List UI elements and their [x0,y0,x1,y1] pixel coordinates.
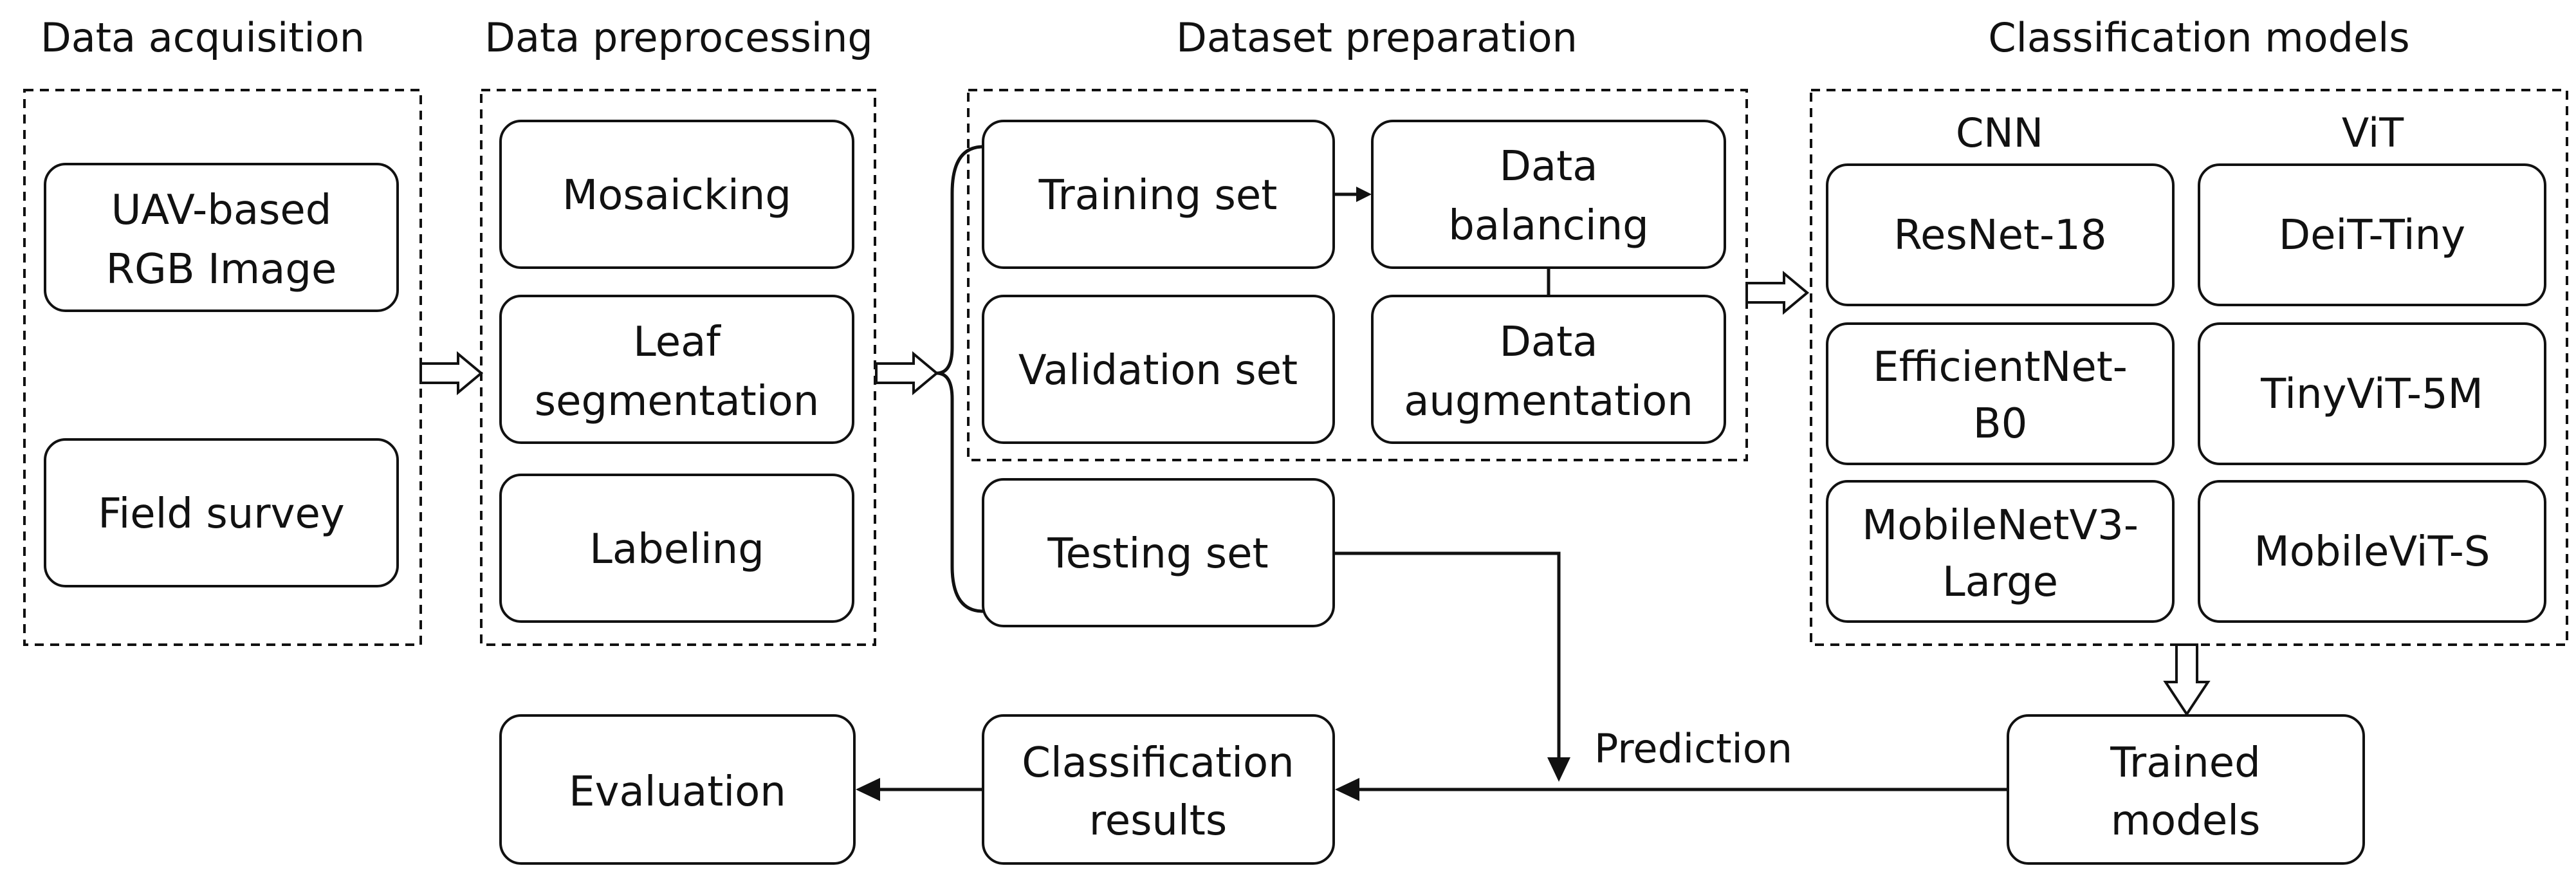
evaluation-label: Evaluation [569,768,786,816]
acquisition-group [23,89,422,646]
mobilenet-line2: Large [1942,558,2058,606]
uav-rgb-image-box: UAV-based RGB Image [44,163,399,312]
trained-line2: models [2111,797,2261,845]
deit-label: DeiT-Tiny [2279,212,2465,259]
resnet18-box: ResNet-18 [1826,163,2175,306]
leaf-line1: Leaf [633,318,721,366]
cnn-heading: CNN [1956,109,2043,156]
mobilenetv3-large-box: MobileNetV3- Large [1826,480,2175,623]
labeling-label: Labeling [589,526,764,573]
prediction-label: Prediction [1594,725,1792,772]
labeling-box: Labeling [499,474,854,623]
section-title-models: Classification models [1988,14,2409,61]
testing-set-box: Testing set [982,478,1335,627]
section-title-preprocessing: Data preprocessing [484,14,873,61]
preparation-group [967,89,1748,461]
trained-to-results-arrowhead [1335,778,1359,801]
validation-set-box: Validation set [982,295,1335,444]
augmentation-line1: Data [1500,318,1598,366]
efficientnet-b0-box: EfficientNet- B0 [1826,322,2175,465]
efficientnet-line2: B0 [1973,400,2028,448]
training-to-balancing-arrowhead [1356,187,1372,202]
results-line2: results [1089,797,1227,845]
deit-tiny-box: DeiT-Tiny [2198,163,2546,306]
field-survey-label: Field survey [98,490,344,538]
mobilevit-s-box: MobileViT-S [2198,480,2546,623]
balancing-line2: balancing [1448,202,1649,250]
classification-results-box: Classification results [982,714,1335,865]
mosaicking-box: Mosaicking [499,120,854,269]
leaf-line2: segmentation [535,378,820,425]
field-survey-box: Field survey [44,438,399,587]
testing-to-prediction-arrowhead [1547,757,1570,782]
vit-heading: ViT [2342,109,2404,156]
validation-label: Validation set [1018,347,1298,394]
mobilevit-label: MobileViT-S [2254,528,2490,576]
arrow-preparation-to-models [1745,270,1810,315]
data-augmentation-box: Data augmentation [1371,295,1726,444]
results-to-evaluation-arrowhead [856,778,880,801]
augmentation-line2: augmentation [1404,378,1693,425]
testing-to-prediction-line [1334,551,1561,759]
trained-models-box: Trained models [2007,714,2365,865]
uav-line1: UAV-based [111,187,332,234]
efficientnet-line1: EfficientNet- [1873,344,2128,391]
results-line1: Classification [1022,739,1294,787]
training-label: Training set [1038,172,1278,219]
split-brace [936,145,984,613]
uav-line2: RGB Image [106,246,337,293]
training-set-box: Training set [982,120,1335,269]
tinyvit-5m-box: TinyViT-5M [2198,322,2546,465]
mobilenet-line1: MobileNetV3- [1862,502,2139,549]
data-balancing-box: Data balancing [1371,120,1726,269]
evaluation-box: Evaluation [499,714,856,865]
testing-label: Testing set [1047,530,1268,578]
arrow-preprocessing-to-preparation [875,351,939,396]
arrow-acquisition-to-preprocessing [419,351,484,396]
resnet18-label: ResNet-18 [1893,212,2106,259]
section-title-preparation: Dataset preparation [1176,14,1578,61]
tinyvit-label: TinyViT-5M [2260,371,2483,418]
balancing-line1: Data [1500,143,1598,190]
section-title-acquisition: Data acquisition [41,14,365,61]
leaf-segmentation-box: Leaf segmentation [499,295,854,444]
arrow-models-to-trained [2163,643,2211,717]
mosaicking-label: Mosaicking [562,172,791,219]
trained-line1: Trained [2110,739,2261,787]
